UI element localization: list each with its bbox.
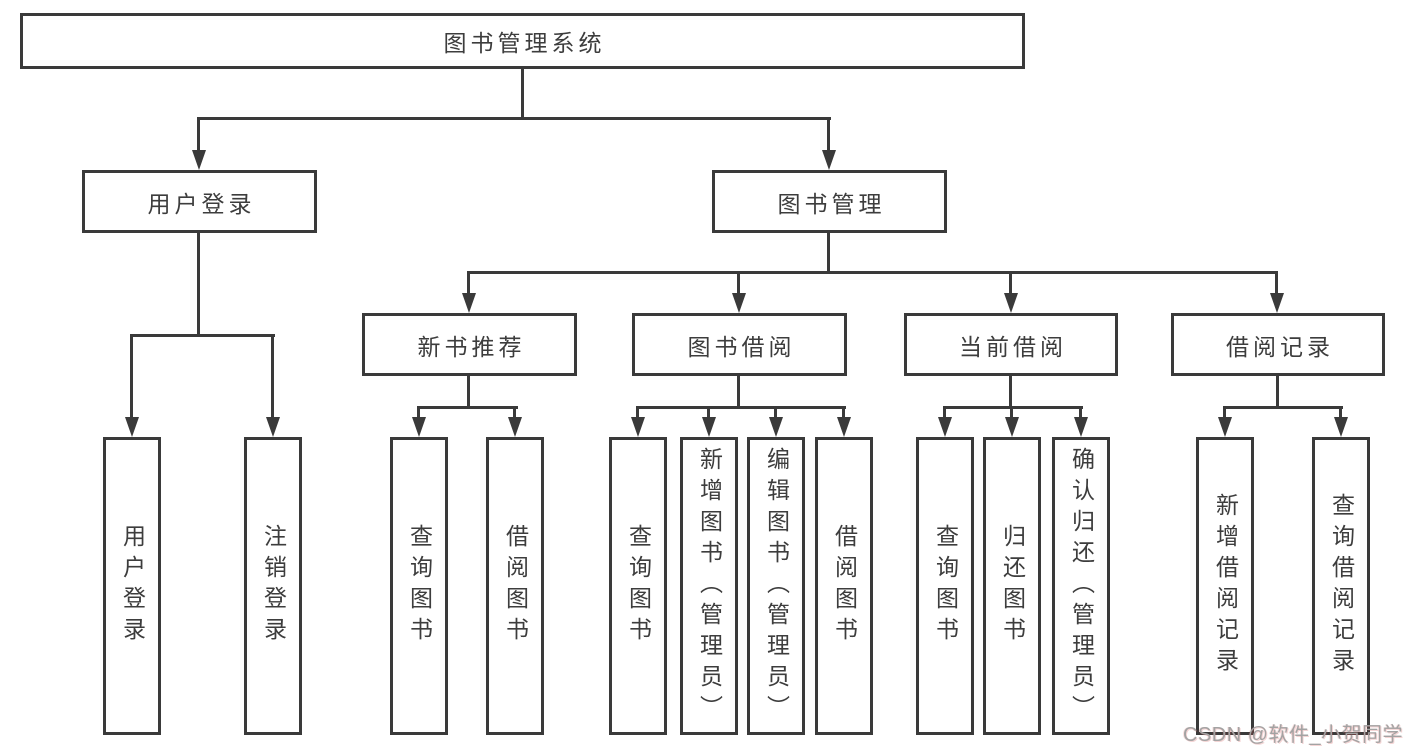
node-root: 图书管理系统 [20, 13, 1025, 69]
arrow-down-icon [732, 293, 746, 313]
arrow-down-icon [631, 417, 645, 437]
watermark: CSDN @软件_小贺同学 [1183, 724, 1404, 746]
branch-book-mgmt-label: 图书管理 [777, 190, 886, 217]
branch-book-mgmt: 图书管理 [712, 170, 947, 233]
connector-line [1010, 406, 1013, 419]
connector-line [737, 271, 740, 296]
connector-line [943, 406, 1083, 409]
connector-line [737, 376, 740, 409]
leaf-bb-add-books: 新增图书（管理员） [680, 437, 738, 735]
leaf-bb-query-books-label: 查询图书 [625, 524, 652, 648]
connector-line [513, 406, 516, 419]
leaf-bb-borrow-books-label: 借阅图书 [831, 524, 858, 648]
branch-user-login-label: 用户登录 [147, 190, 256, 217]
connector-line [467, 271, 1278, 274]
connector-line [636, 406, 639, 419]
connector-line [521, 69, 524, 117]
group-book-borrow: 图书借阅 [632, 313, 847, 376]
leaf-user-login-label: 用户登录 [119, 524, 146, 648]
leaf-bb-query-books: 查询图书 [609, 437, 667, 735]
leaf-logout: 注销登录 [244, 437, 302, 735]
leaf-cb-query-books: 查询图书 [916, 437, 974, 735]
arrow-down-icon [266, 417, 280, 437]
connector-line [1223, 406, 1343, 409]
arrow-down-icon [1005, 417, 1019, 437]
connector-line [827, 233, 830, 274]
arrow-down-icon [508, 417, 522, 437]
arrow-down-icon [1074, 417, 1088, 437]
arrow-down-icon [462, 293, 476, 313]
arrow-down-icon [822, 150, 836, 170]
branch-user-login: 用户登录 [82, 170, 317, 233]
connector-line [1009, 271, 1012, 296]
connector-line [943, 406, 946, 419]
connector-line [130, 334, 275, 337]
connector-line [197, 117, 200, 151]
connector-line [1079, 406, 1082, 419]
leaf-bb-add-books-label: 新增图书（管理员） [696, 446, 723, 726]
leaf-nbr-borrow-books-label: 借阅图书 [502, 524, 529, 648]
connector-line [636, 406, 846, 409]
arrow-down-icon [192, 150, 206, 170]
arrow-down-icon [1218, 417, 1232, 437]
leaf-nbr-borrow-books: 借阅图书 [486, 437, 544, 735]
connector-line [774, 406, 777, 419]
connector-line [271, 334, 274, 419]
group-borrow-records: 借阅记录 [1171, 313, 1385, 376]
leaf-bb-edit-books-label: 编辑图书（管理员） [763, 446, 790, 726]
connector-line [417, 406, 518, 409]
group-current-borrow: 当前借阅 [904, 313, 1118, 376]
connector-line [197, 117, 831, 120]
connector-line [130, 334, 133, 419]
group-book-borrow-label: 图书借阅 [687, 333, 796, 360]
leaf-cb-confirm-return-label: 确认归还（管理员） [1068, 446, 1095, 726]
connector-line [1275, 271, 1278, 296]
node-root-label: 图书管理系统 [443, 30, 606, 56]
leaf-logout-label: 注销登录 [260, 524, 287, 648]
leaf-bb-borrow-books: 借阅图书 [815, 437, 873, 735]
leaf-nbr-query-books-label: 查询图书 [406, 524, 433, 648]
connector-line [842, 406, 845, 419]
connector-line [417, 406, 420, 419]
arrow-down-icon [412, 417, 426, 437]
connector-line [197, 233, 200, 337]
connector-line [1223, 406, 1226, 419]
group-borrow-records-label: 借阅记录 [1226, 333, 1334, 360]
leaf-br-query-record: 查询借阅记录 [1312, 437, 1370, 735]
arrow-down-icon [837, 417, 851, 437]
leaf-cb-return-books-label: 归还图书 [999, 524, 1026, 648]
group-new-book-rec: 新书推荐 [362, 313, 577, 376]
connector-line [467, 376, 470, 409]
group-current-borrow-label: 当前借阅 [959, 333, 1067, 360]
group-new-book-rec-label: 新书推荐 [417, 333, 526, 360]
connector-line [467, 271, 470, 296]
connector-line [707, 406, 710, 419]
leaf-br-add-record-label: 新增借阅记录 [1212, 493, 1239, 679]
leaf-user-login: 用户登录 [103, 437, 161, 735]
arrow-down-icon [1004, 293, 1018, 313]
leaf-bb-edit-books: 编辑图书（管理员） [747, 437, 805, 735]
connector-line [1009, 376, 1012, 409]
leaf-cb-return-books: 归还图书 [983, 437, 1041, 735]
arrow-down-icon [1334, 417, 1348, 437]
connector-line [827, 117, 830, 151]
arrow-down-icon [702, 417, 716, 437]
connector-line [1276, 376, 1279, 409]
arrow-down-icon [938, 417, 952, 437]
arrow-down-icon [125, 417, 139, 437]
leaf-cb-query-books-label: 查询图书 [932, 524, 959, 648]
leaf-cb-confirm-return: 确认归还（管理员） [1052, 437, 1110, 735]
leaf-br-add-record: 新增借阅记录 [1196, 437, 1254, 735]
arrow-down-icon [769, 417, 783, 437]
leaf-br-query-record-label: 查询借阅记录 [1328, 493, 1355, 679]
leaf-nbr-query-books: 查询图书 [390, 437, 448, 735]
arrow-down-icon [1270, 293, 1284, 313]
connector-line [1339, 406, 1342, 419]
